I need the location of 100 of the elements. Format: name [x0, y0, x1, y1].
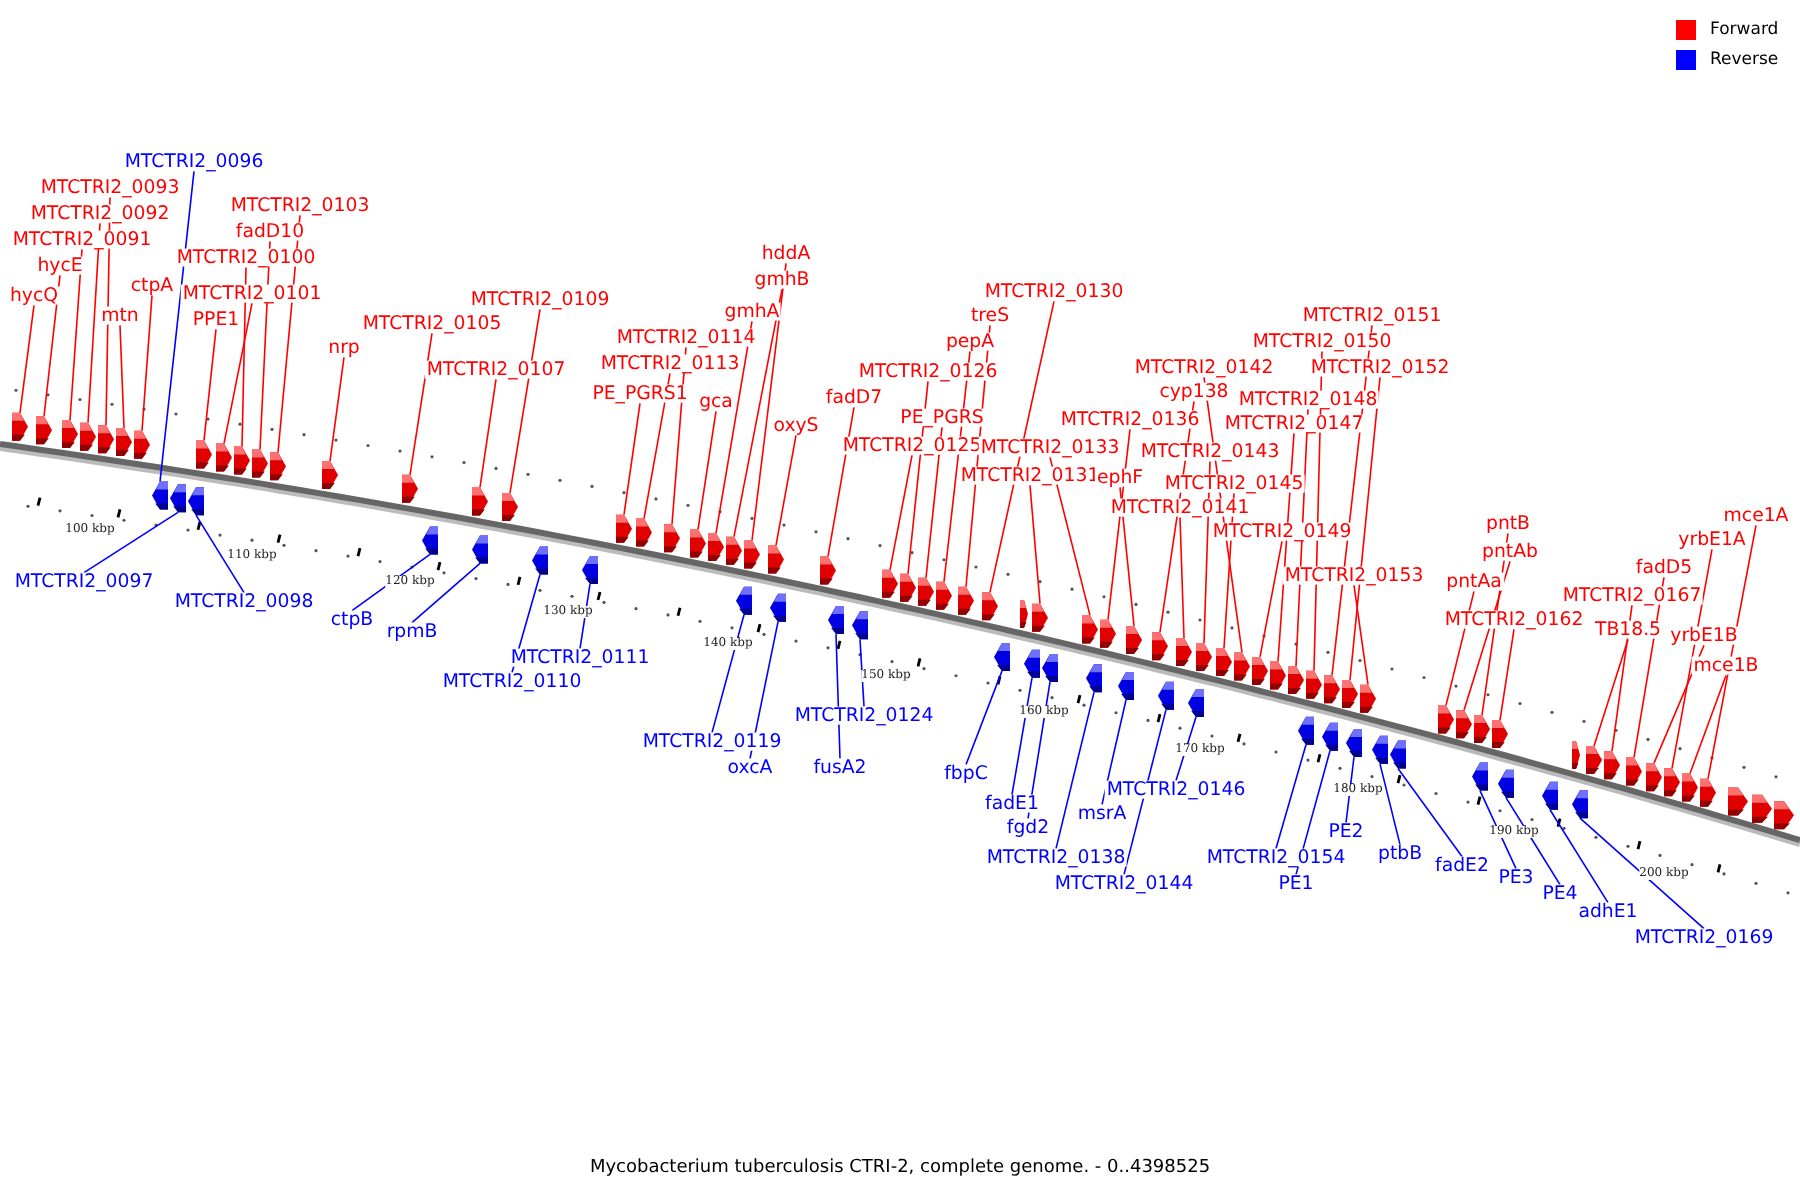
gene-feature: [134, 430, 150, 459]
leader-line: [751, 262, 787, 542]
gene-label: PE1: [1276, 874, 1316, 894]
gene-label: MTCTRI2_0146: [1104, 780, 1248, 800]
gene-feature: [1216, 647, 1232, 676]
gene-feature: [770, 593, 786, 622]
gene-label: fadD7: [823, 388, 885, 408]
gene-feature: [170, 484, 186, 513]
gene-feature: [1700, 778, 1716, 807]
gene-feature: [820, 556, 836, 585]
gene-label: ptbB: [1376, 844, 1424, 864]
gene-feature: [1682, 773, 1698, 802]
gene-label: MTCTRI2_0148: [1236, 390, 1380, 410]
gene-feature: [1390, 740, 1406, 769]
leader-line: [223, 302, 253, 445]
gene-feature: [582, 556, 598, 585]
gene-feature: [1086, 664, 1102, 693]
gene-label: mce1B: [1691, 656, 1761, 676]
gene-label: MTCTRI2_0091: [10, 230, 154, 250]
gene-feature: [1360, 684, 1376, 713]
leader-line: [1349, 376, 1381, 681]
gene-feature: [1342, 680, 1358, 708]
gene-label: adhE1: [1576, 902, 1640, 922]
gene-label: pntAb: [1480, 542, 1540, 562]
leader-line: [1275, 743, 1307, 850]
gene-feature: [1196, 643, 1212, 671]
gene-feature: [116, 428, 132, 457]
gene-feature: [690, 529, 706, 558]
gene-feature: [80, 422, 96, 451]
gene-label: MTCTRI2_0105: [360, 314, 504, 334]
leader-line: [1055, 691, 1095, 850]
gene-feature: [1288, 666, 1304, 695]
gene-label: MTCTRI2_0107: [424, 360, 568, 380]
leader-line: [889, 454, 913, 571]
gene-feature: [958, 586, 974, 615]
leader-line: [1505, 796, 1561, 886]
gene-label: PE4: [1540, 884, 1580, 904]
gene-label: MTCTRI2_0093: [38, 178, 182, 198]
gene-feature: [1474, 715, 1490, 744]
leader-line: [409, 332, 433, 476]
leader-line: [1101, 699, 1127, 806]
leader-line: [643, 372, 671, 520]
gene-feature: [1492, 720, 1508, 748]
gene-feature: [828, 606, 844, 635]
gene-feature: [402, 474, 418, 503]
gene-label: MTCTRI2_0145: [1162, 474, 1306, 494]
gene-feature: [852, 611, 868, 640]
gene-feature: [1626, 757, 1642, 786]
leader-line: [1549, 809, 1609, 904]
gene-label: treS: [968, 306, 1012, 326]
gene-feature: [252, 449, 268, 478]
gene-feature: [994, 642, 1010, 671]
leader-line: [775, 434, 797, 547]
gene-label: fadE2: [1433, 856, 1491, 876]
leader-line: [749, 621, 779, 760]
leader-line: [1119, 486, 1135, 627]
gene-feature: [744, 540, 760, 569]
gene-feature: [664, 524, 680, 553]
gene-feature: [1298, 716, 1314, 745]
leader-line: [159, 170, 195, 483]
gene-feature: [62, 420, 78, 448]
gene-feature: [1176, 638, 1192, 667]
gene-feature: [152, 481, 168, 510]
gene-label: pepA: [943, 332, 997, 352]
gene-label: MTCTRI2_0119: [640, 732, 784, 752]
leader-line: [411, 562, 481, 624]
leader-line: [141, 294, 153, 432]
gene-feature: [1188, 689, 1204, 717]
gene-label: gmhB: [752, 270, 812, 290]
gene-feature: [1586, 746, 1602, 775]
gene-feature: [36, 416, 52, 445]
gene-feature: [196, 440, 212, 469]
gene-label: mce1A: [1721, 506, 1791, 526]
leader-line: [119, 324, 125, 429]
gene-label: MTCTRI2_0097: [12, 572, 156, 592]
gene-label: MTCTRI2_0169: [1632, 928, 1776, 948]
gene-feature: [1270, 661, 1286, 690]
gene-feature: [1438, 705, 1454, 734]
gene-feature: [1024, 649, 1040, 678]
gene-label: fadD5: [1633, 558, 1695, 578]
gene-label: fbpC: [942, 764, 990, 784]
gene-feature: [1346, 729, 1362, 758]
leader-line: [579, 583, 591, 650]
gene-label: PE_PGRS: [898, 408, 986, 428]
gene-label: MTCTRI2_0130: [982, 282, 1126, 302]
gene-label: MTCTRI2_0124: [792, 706, 936, 726]
gene-label: gca: [697, 392, 735, 412]
gene-label: msrA: [1075, 804, 1129, 824]
gene-label: MTCTRI2_0141: [1108, 498, 1252, 518]
gene-label: hycE: [35, 256, 85, 276]
gene-label: yrbE1B: [1668, 626, 1740, 646]
gene-feature: [726, 536, 742, 565]
gene-label: MTCTRI2_0103: [228, 196, 372, 216]
leader-line: [43, 274, 61, 418]
gene-feature: [900, 573, 916, 602]
gene-label: MTCTRI2_0096: [122, 152, 266, 172]
gene-feature: [1372, 735, 1388, 764]
gene-label: oxcA: [725, 758, 775, 778]
gene-label: PE2: [1326, 822, 1366, 842]
legend-label: Forward: [1710, 22, 1779, 39]
